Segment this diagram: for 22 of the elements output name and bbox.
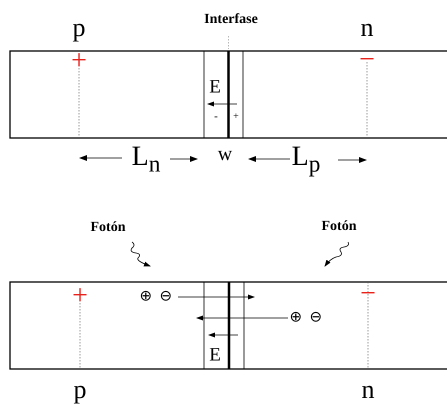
width-label: w — [218, 144, 232, 164]
region-label: p — [72, 15, 86, 41]
field-label: E — [209, 78, 221, 96]
interface-label: Interfase — [204, 13, 258, 27]
photon-label: Fotón — [322, 220, 356, 234]
charge-sign: - — [214, 112, 218, 122]
terminal-sign: − — [359, 46, 375, 74]
terminal-sign: − — [360, 280, 376, 308]
region-label: n — [360, 15, 374, 41]
charge-sign: + — [233, 112, 239, 122]
terminal-sign: + — [72, 282, 88, 310]
terminal-sign: + — [71, 47, 87, 75]
field-label: E — [209, 346, 221, 364]
hole-symbol: ⊕ — [140, 290, 152, 304]
length-label: L$_{p}$ — [292, 143, 320, 177]
region-label: n — [362, 377, 374, 403]
hole-symbol: ⊕ — [290, 310, 302, 326]
photon-label: Fotón — [90, 221, 126, 235]
length-label: L$_{n}$ — [132, 143, 160, 177]
region-label: p — [74, 377, 86, 403]
electron-symbol: ⊖ — [160, 290, 172, 304]
electron-symbol: ⊖ — [310, 310, 322, 326]
